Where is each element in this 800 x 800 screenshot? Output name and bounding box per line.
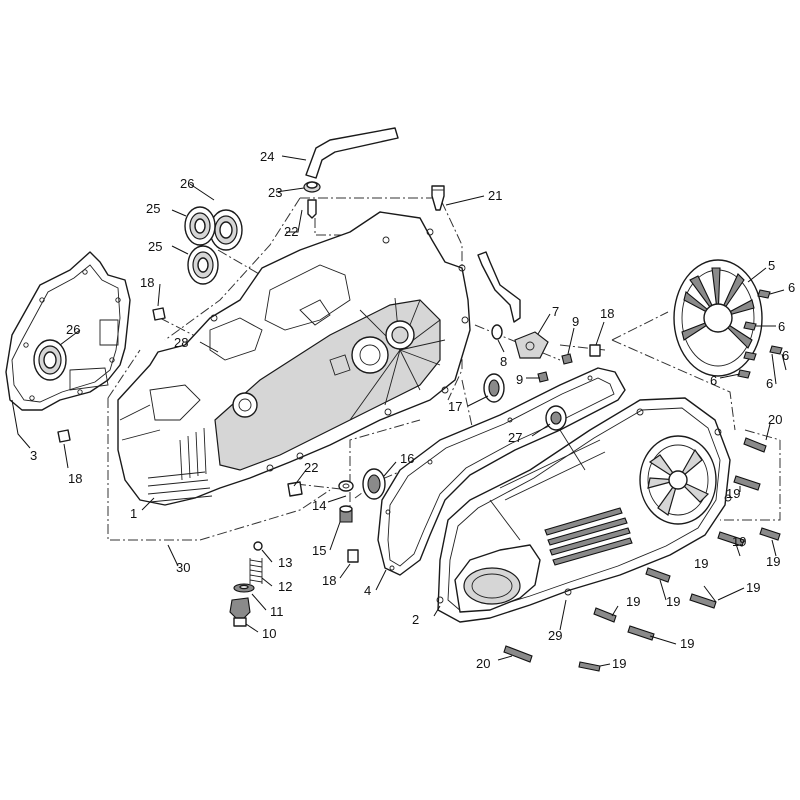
part-2-cvt-cover [436, 397, 732, 623]
callout-6: 6 [782, 348, 789, 363]
callout-19: 19 [680, 636, 694, 651]
callout-25: 25 [146, 201, 160, 216]
callout-27: 27 [508, 430, 522, 445]
callout-22: 22 [304, 460, 318, 475]
callout-23: 23 [268, 185, 282, 200]
part-17-oil-seal [483, 373, 505, 403]
part-18-dowel-a [152, 307, 166, 321]
part-27-inspection-plug [545, 405, 567, 431]
callout-19: 19 [766, 554, 780, 569]
callout-26: 26 [180, 176, 194, 191]
callout-8: 8 [500, 354, 507, 369]
callout-30: 30 [176, 560, 190, 575]
callout-12: 12 [278, 579, 292, 594]
callout-19: 19 [732, 534, 746, 549]
part-7-sensor-cable [477, 251, 549, 359]
part-10-drain-plug [229, 597, 251, 627]
callout-17: 17 [448, 399, 462, 414]
callout-18: 18 [140, 275, 154, 290]
callout-labels: 24 26 25 23 21 22 25 18 26 28 3 18 1 30 … [30, 149, 795, 671]
part-16-oil-seal [362, 468, 386, 500]
part-19-20-bolts [503, 437, 781, 672]
callout-19: 19 [694, 556, 708, 571]
callout-19: 19 [666, 594, 680, 609]
part-18-dowel-b [57, 429, 71, 443]
part-12-spring [249, 558, 263, 584]
callout-6: 6 [788, 280, 795, 295]
part-1-left-crankcase [117, 211, 471, 506]
callout-15: 15 [312, 543, 326, 558]
callout-1: 1 [130, 506, 137, 521]
callout-7: 7 [552, 304, 559, 319]
part-8-o-ring [491, 324, 503, 340]
callout-21: 21 [488, 188, 502, 203]
callout-19: 19 [726, 486, 740, 501]
part-25-bearing-top [184, 206, 216, 246]
callout-9: 9 [516, 372, 523, 387]
callout-10: 10 [262, 626, 276, 641]
callout-5: 5 [768, 258, 775, 273]
part-9-screw-b [537, 371, 549, 383]
part-15-plug [339, 505, 353, 523]
part-21-sensor [431, 185, 445, 211]
callout-6: 6 [778, 319, 785, 334]
callout-14: 14 [312, 498, 326, 513]
leader-lines [11, 155, 787, 667]
callout-6: 6 [710, 373, 717, 388]
part-11-washer [233, 583, 255, 593]
callout-9: 9 [572, 314, 579, 329]
part-26-bearing-gasket [33, 339, 67, 381]
callout-26: 26 [66, 322, 80, 337]
part-26-bearing-top [209, 209, 243, 251]
callout-18: 18 [322, 573, 336, 588]
part-18-dowel-c [347, 549, 359, 563]
callout-3: 3 [30, 448, 37, 463]
callout-20: 20 [768, 412, 782, 427]
callout-16: 16 [400, 451, 414, 466]
callout-29: 29 [548, 628, 562, 643]
callout-24: 24 [260, 149, 274, 164]
part-14-washer [338, 480, 354, 492]
part-25-bearing-lower [187, 245, 219, 285]
callout-4: 4 [364, 583, 371, 598]
callout-19: 19 [746, 580, 760, 595]
part-13-ball [253, 541, 263, 551]
callout-18: 18 [600, 306, 614, 321]
part-9-screw-a [561, 353, 573, 365]
callout-20: 20 [476, 656, 490, 671]
callout-18: 18 [68, 471, 82, 486]
part-6-bolts [737, 289, 783, 379]
callout-6: 6 [766, 376, 773, 391]
callout-19: 19 [626, 594, 640, 609]
callout-2: 2 [412, 612, 419, 627]
part-23-hose-clamp [303, 181, 321, 193]
part-18-dowel-d [589, 344, 601, 357]
part-22-breather-nipple-top [307, 199, 317, 219]
part-5-fan-cover [673, 259, 763, 377]
callout-28: 28 [174, 335, 188, 350]
callout-19: 19 [612, 656, 626, 671]
callout-22: 22 [284, 224, 298, 239]
part-24-breather-hose [305, 127, 399, 179]
callout-25: 25 [148, 239, 162, 254]
callout-13: 13 [278, 555, 292, 570]
callout-11: 11 [270, 604, 284, 619]
